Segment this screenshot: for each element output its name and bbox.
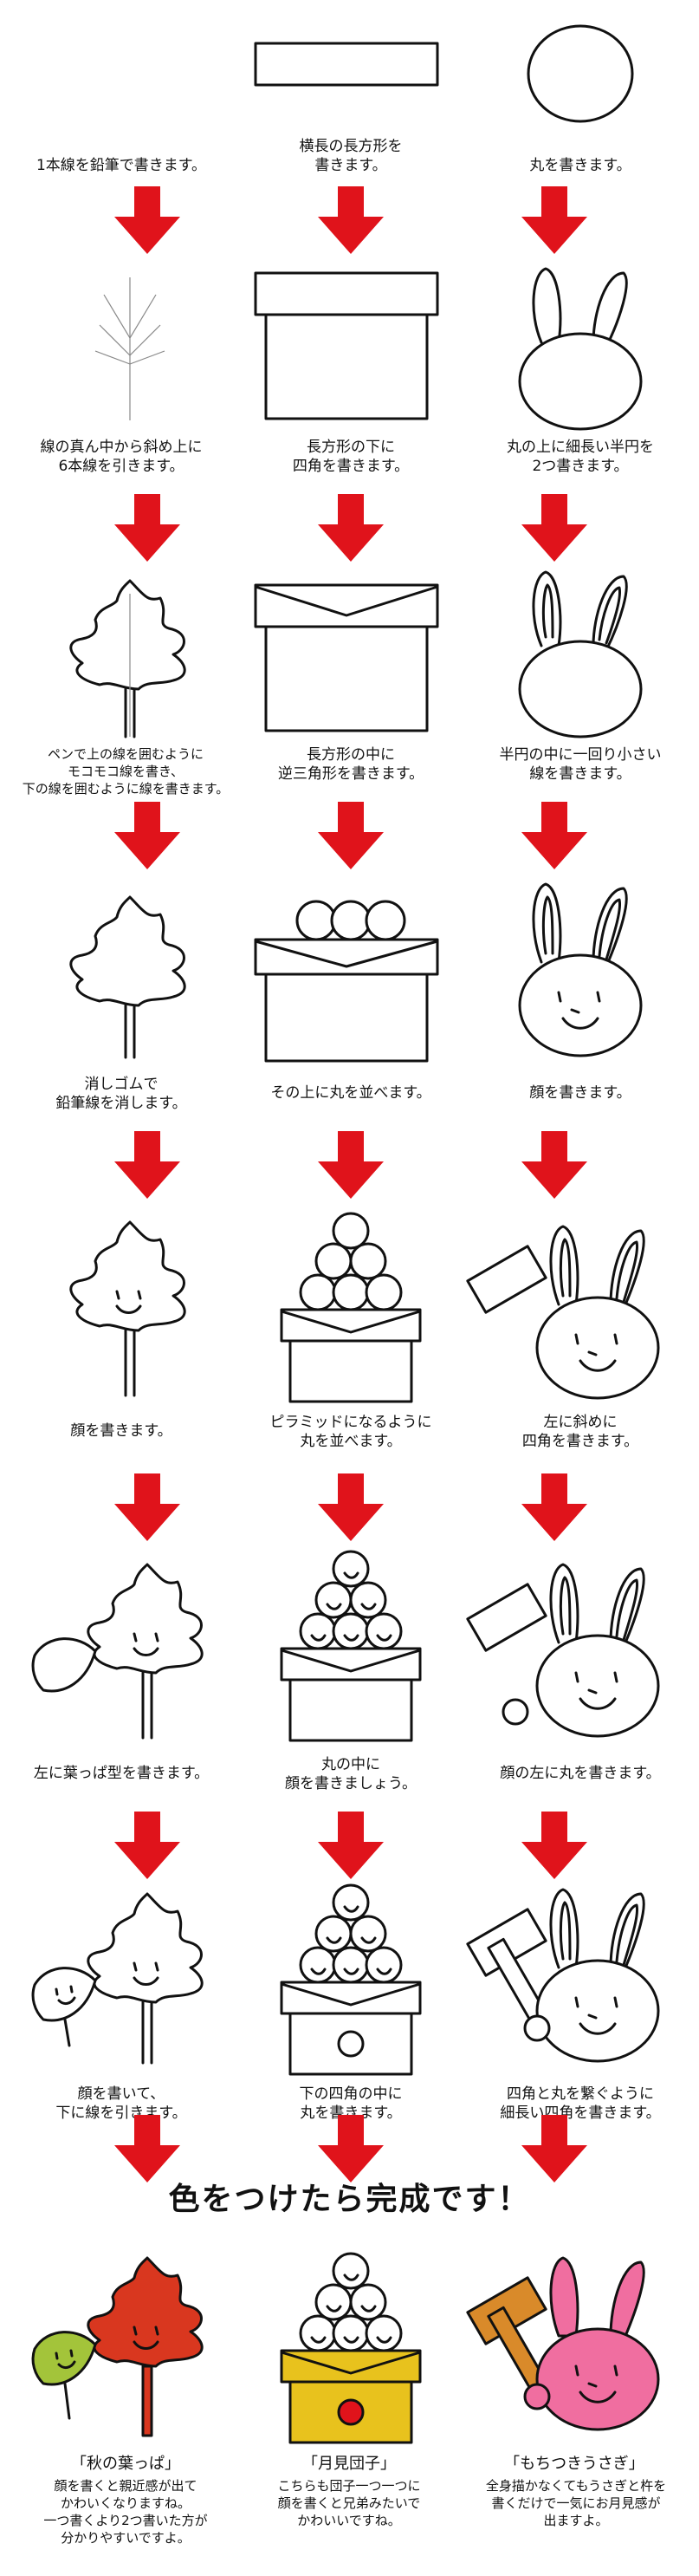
down-arrow-icon	[114, 802, 180, 869]
leaf-step-2-drawing	[94, 277, 165, 420]
dango-step-2-drawing	[254, 271, 439, 420]
dango-caption-1: 横長の長方形を 書きます。	[299, 138, 403, 174]
dango-caption-3: 長方形の中に 逆三角形を書きます。	[277, 746, 424, 783]
dango-caption-7: 下の四角の中に 丸を書きます。	[299, 2085, 403, 2122]
leaf-step-5-drawing	[69, 1220, 186, 1397]
dango-step-1-drawing	[254, 42, 439, 87]
leaf-caption-2: 線の真ん中から斜め上に 6本線を引きます。	[40, 439, 203, 475]
final-desc-dango: こちらも団子一つ一つに 顔を書くと兄弟みたいで かわいいですね。	[277, 2478, 421, 2528]
rabbit-caption-5: 左に斜めに 四角を書きます。	[521, 1414, 639, 1450]
down-arrow-icon	[114, 1131, 180, 1199]
rabbit-caption-2: 丸の上に細長い半円を 2つ書きます。	[507, 439, 654, 475]
leaf-caption-4: 消しゴムで 鉛筆線を消します。	[55, 1076, 187, 1112]
rabbit-caption-6: 顔の左に丸を書きます。	[500, 1765, 661, 1782]
leaf-step-3-drawing	[69, 579, 186, 738]
down-arrow-icon	[521, 186, 587, 254]
dango-final-drawing	[280, 2252, 422, 2444]
rabbit-step-6-drawing	[466, 1563, 660, 1738]
dango-caption-6: 丸の中に 顔を書きましょう。	[285, 1756, 417, 1792]
final-name-leaf: 「秋の葉っぱ」	[71, 2455, 180, 2473]
rabbit-step-5-drawing	[466, 1225, 660, 1400]
rabbit-step-4-drawing	[518, 882, 643, 1057]
down-arrow-icon	[318, 1473, 384, 1541]
dango-step-3-drawing	[254, 583, 439, 732]
dango-caption-5: ピラミッドになるように 丸を並べます。	[269, 1414, 432, 1450]
rabbit-final-drawing	[466, 2256, 660, 2431]
rabbit-step-7-drawing	[466, 1888, 660, 2063]
rabbit-caption-7: 四角と丸を繋ぐように 細長い四角を書きます。	[500, 2085, 661, 2122]
leaf-caption-5: 顔を書きます。	[70, 1422, 172, 1440]
rabbit-caption-4: 顔を書きます。	[529, 1084, 631, 1102]
dango-step-4-drawing	[254, 900, 439, 1063]
leaf-caption-6: 左に葉っぱ型を書きます。	[33, 1765, 210, 1782]
final-name-rabbit: 「もちつきうさぎ」	[504, 2455, 644, 2473]
down-arrow-icon	[521, 1812, 587, 1879]
down-arrow-icon	[521, 2115, 587, 2182]
down-arrow-icon	[318, 802, 384, 869]
rabbit-caption-3: 半円の中に一回り小さい 線を書きます。	[499, 746, 662, 783]
down-arrow-icon	[521, 1131, 587, 1199]
final-name-dango: 「月見団子」	[302, 2455, 396, 2473]
final-desc-leaf: 顔を書くと親近感が出て かわいくなりますね。 一つ書くより2つ書いた方が 分かり…	[43, 2478, 208, 2546]
final-title: 色をつけたら完成です！	[168, 2182, 531, 2217]
final-desc-rabbit: 全身描かなくてもうさぎと杵を 書くだけで一気にお月見感が 出ますよ。	[485, 2478, 667, 2528]
down-arrow-icon	[318, 494, 384, 562]
rabbit-step-2-drawing	[518, 267, 643, 431]
dango-step-5-drawing	[280, 1212, 422, 1403]
down-arrow-icon	[318, 1812, 384, 1879]
leaf-caption-1: 1本線を鉛筆で書きます。	[36, 157, 207, 174]
down-arrow-icon	[114, 1473, 180, 1541]
dango-caption-4: その上に丸を並べます。	[270, 1084, 431, 1102]
down-arrow-icon	[114, 494, 180, 562]
dango-step-7-drawing	[280, 1883, 422, 2076]
down-arrow-icon	[521, 494, 587, 562]
leaf-final-drawing	[31, 2256, 204, 2437]
dango-step-6-drawing	[280, 1550, 422, 1742]
down-arrow-icon	[318, 1131, 384, 1199]
dango-caption-2: 長方形の下に 四角を書きます。	[292, 439, 410, 475]
down-arrow-icon	[318, 2115, 384, 2182]
down-arrow-icon	[521, 1473, 587, 1541]
down-arrow-icon	[114, 2115, 180, 2182]
down-arrow-icon	[114, 186, 180, 254]
leaf-step-6-drawing	[31, 1563, 204, 1740]
leaf-caption-3: ペンで上の線を囲むように モコモコ線を書き、 下の線を囲むように線を書きます。	[22, 746, 230, 797]
down-arrow-icon	[521, 802, 587, 869]
down-arrow-icon	[318, 186, 384, 254]
down-arrow-icon	[114, 1812, 180, 1879]
leaf-step-1-drawing	[17, 9, 225, 139]
rabbit-step-1-drawing	[527, 24, 634, 123]
rabbit-caption-1: 丸を書きます。	[529, 157, 631, 174]
leaf-step-7-drawing	[31, 1892, 204, 2065]
leaf-step-4-drawing	[69, 895, 186, 1059]
rabbit-step-3-drawing	[518, 570, 643, 738]
